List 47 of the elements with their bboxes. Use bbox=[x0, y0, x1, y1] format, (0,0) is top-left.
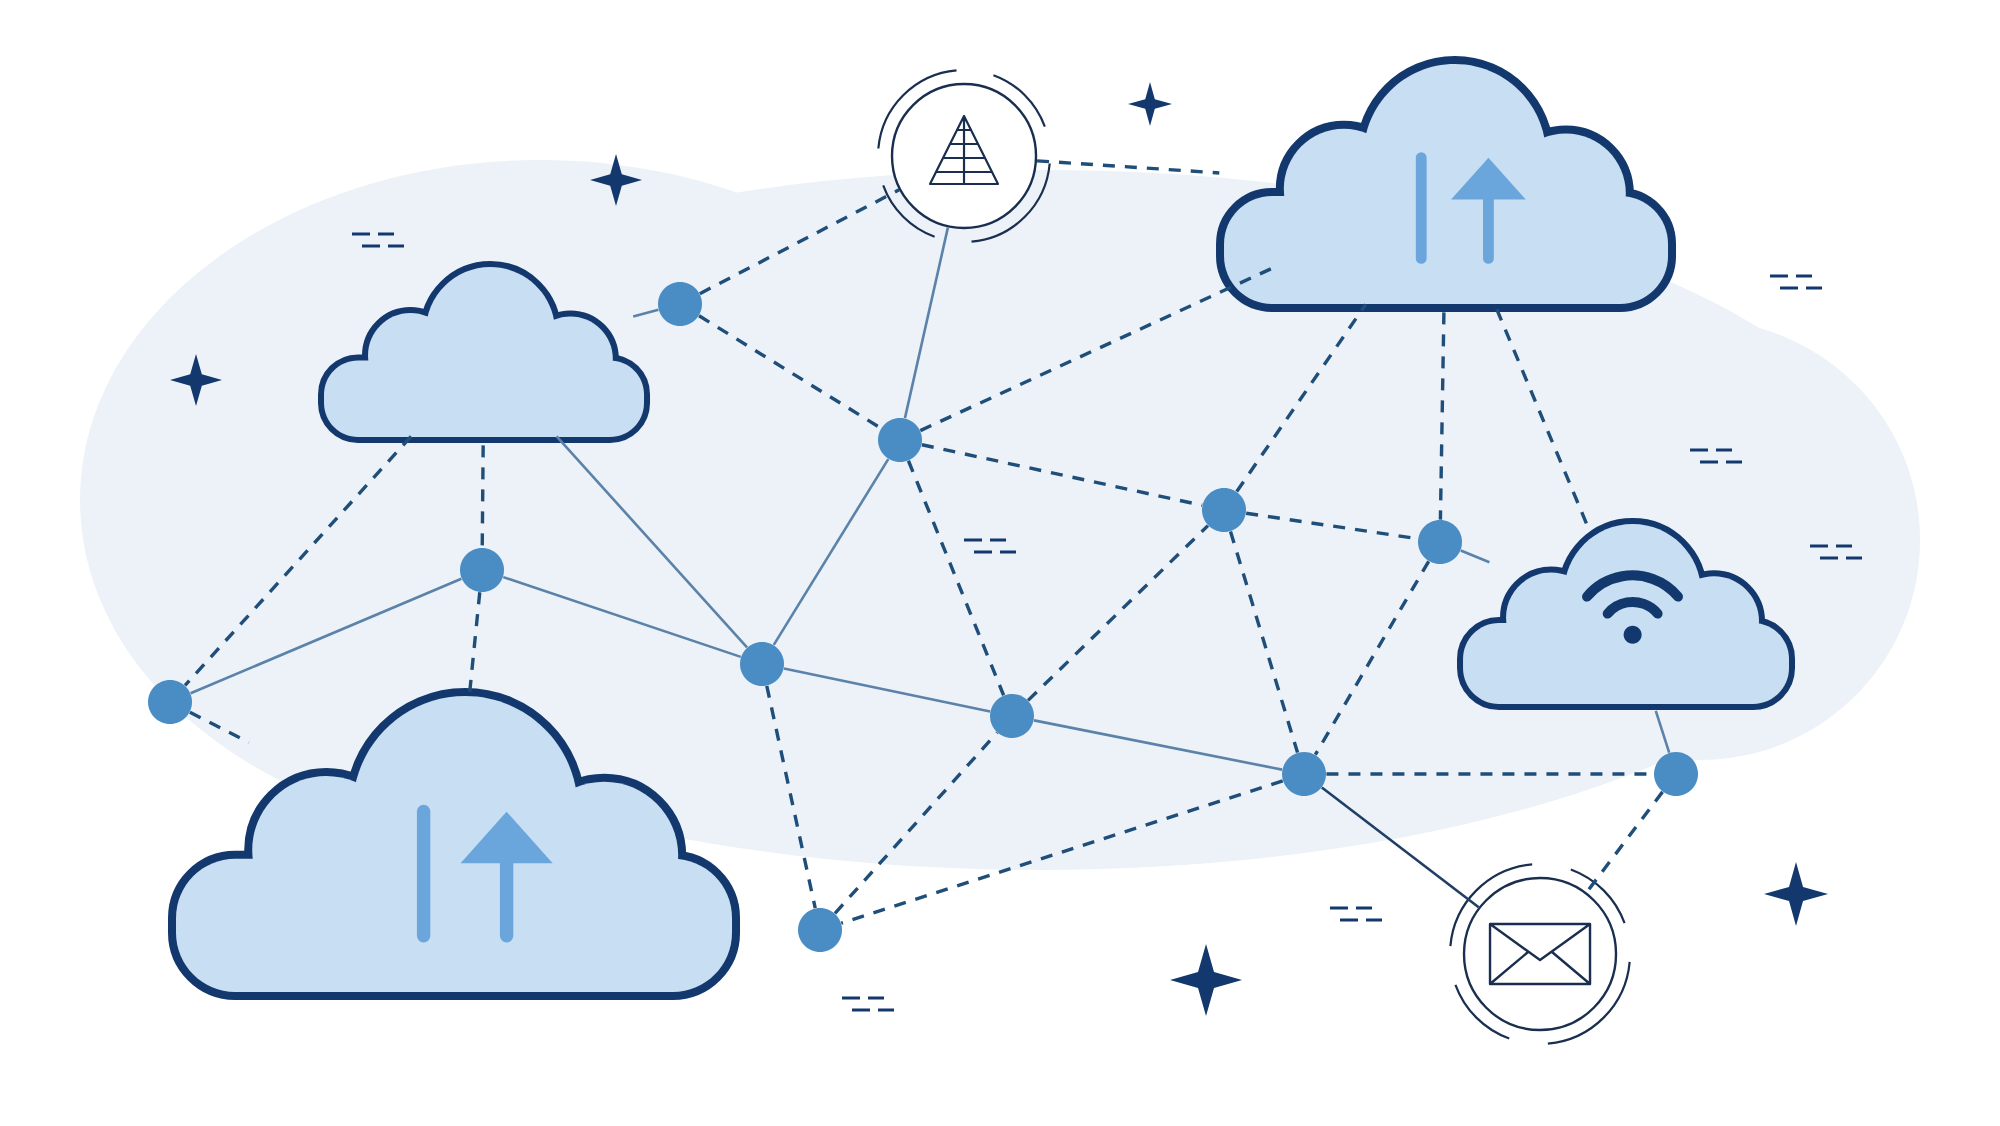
connector-line bbox=[772, 458, 890, 646]
network-dot bbox=[878, 418, 922, 462]
connector-line bbox=[480, 445, 485, 548]
network-dot bbox=[990, 694, 1034, 738]
connector-line bbox=[906, 460, 1006, 696]
connector-line bbox=[698, 314, 882, 430]
connector-line bbox=[699, 188, 900, 296]
connector-line bbox=[190, 577, 462, 695]
connector-line bbox=[1495, 308, 1590, 527]
connector-line bbox=[1228, 530, 1300, 754]
connector-line bbox=[183, 435, 413, 687]
connector-line bbox=[919, 266, 1273, 433]
connector-line bbox=[1036, 159, 1220, 175]
network-dot bbox=[658, 282, 702, 326]
connector-line bbox=[1313, 560, 1431, 756]
network-dot bbox=[460, 548, 504, 592]
connector-line bbox=[1235, 303, 1368, 493]
connector-line bbox=[1026, 524, 1210, 702]
network-dot bbox=[1202, 488, 1246, 532]
connector-line bbox=[1654, 710, 1671, 754]
connector-line bbox=[1438, 312, 1446, 520]
cloud bbox=[1457, 518, 1795, 710]
connector-line bbox=[467, 592, 482, 696]
icon-ring bbox=[877, 69, 1051, 243]
connector-line bbox=[1033, 719, 1283, 771]
network-dot bbox=[798, 908, 842, 952]
connector-line bbox=[555, 435, 748, 649]
cloud bbox=[318, 261, 650, 443]
connector-line bbox=[903, 227, 950, 419]
connector-line bbox=[1585, 790, 1664, 894]
network-dot bbox=[1418, 520, 1462, 564]
connector-line bbox=[921, 443, 1203, 507]
connector-line bbox=[833, 731, 999, 915]
network-dot bbox=[1282, 752, 1326, 796]
connector-line bbox=[502, 575, 742, 659]
network-dot bbox=[740, 642, 784, 686]
network-dot bbox=[148, 680, 192, 724]
connector-line bbox=[765, 685, 817, 909]
cloud bbox=[168, 688, 740, 1000]
icon-ring bbox=[1449, 863, 1631, 1045]
connector-line bbox=[1321, 786, 1480, 909]
connector-line bbox=[1460, 549, 1490, 564]
connector-line bbox=[840, 779, 1284, 925]
cloud bbox=[1216, 56, 1676, 312]
connector-line bbox=[783, 667, 991, 713]
network-dot bbox=[1654, 752, 1698, 796]
connector-line bbox=[632, 308, 659, 318]
